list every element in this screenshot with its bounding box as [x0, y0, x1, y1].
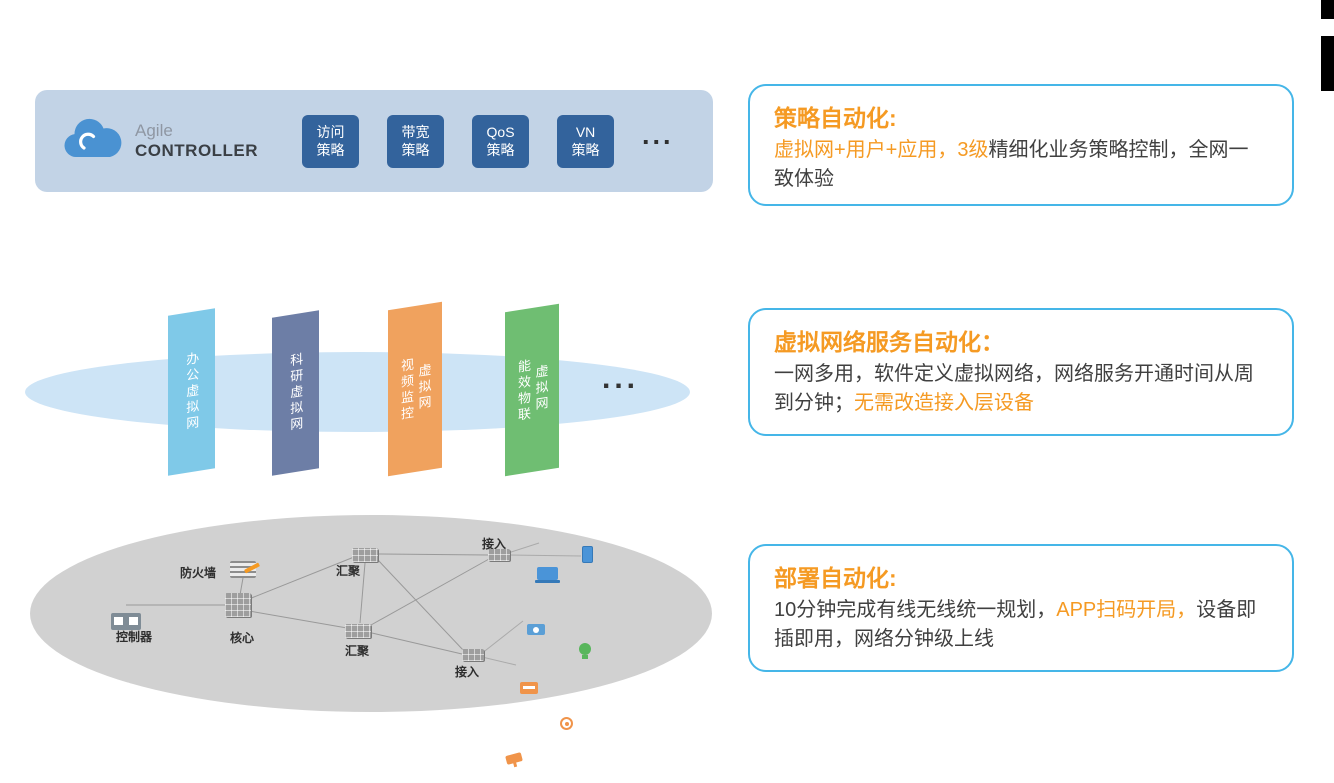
info-box-deployment-automation: 部署自动化: 10分钟完成有线无线统一规划，APP扫码开局，设备即插即用，网络分… — [748, 544, 1294, 672]
bulb-icon — [579, 643, 591, 659]
policy-chip-label: 带宽 — [401, 123, 430, 140]
aggregation-label: 汇聚 — [345, 644, 370, 658]
aggregation-switch-icon — [345, 624, 371, 638]
body-segment-highlight: APP扫码开局， — [1056, 599, 1197, 621]
vn-label-col: 办公虚拟网 — [184, 350, 200, 434]
vn-strip-research: 科研虚拟网 — [272, 310, 319, 476]
ap-icon — [560, 717, 573, 730]
policy-chip-access: 访问 策略 — [302, 114, 360, 168]
body-segment: 一网多用，软件定义虚拟网络，网络服务开通时间从周到分钟； — [774, 363, 1254, 414]
body-segment: 精细化业务策略控制，全网一致体验 — [774, 139, 1249, 190]
vn-strip-label: 视频监控 虚拟网 — [397, 354, 432, 424]
network-controller-icon — [111, 613, 141, 630]
cloud-icon — [61, 118, 125, 164]
policy-chip-qos: QoS 策略 — [472, 114, 530, 168]
info-box-title: 策略自动化: — [774, 105, 897, 131]
printer-icon — [520, 682, 538, 694]
policy-chip-group: 访问 策略 带宽 策略 QoS 策略 VN 策略 — [302, 114, 615, 168]
access-label: 接入 — [482, 537, 507, 551]
screen-edge-artifact — [1321, 0, 1334, 19]
controller-label: 控制器 — [116, 630, 153, 644]
info-box-title: 部署自动化: — [774, 565, 897, 591]
body-segment-highlight: 无需改造接入层设备 — [854, 392, 1034, 414]
phone-icon — [582, 546, 593, 563]
vn-label-col: 科研虚拟网 — [288, 351, 304, 435]
access-switch-icon — [488, 549, 510, 561]
vn-strip-label: 科研虚拟网 — [287, 352, 305, 435]
info-box-policy-automation: 策略自动化: 虚拟网+用户+应用，3级精细化业务策略控制，全网一致体验 — [748, 84, 1294, 206]
policy-chip-label: 策略 — [401, 142, 430, 158]
brand-name-bottom: CONTROLLER — [135, 141, 259, 160]
vn-label-col: 视频监控 — [399, 357, 414, 424]
policy-chip-label: QoS — [486, 123, 515, 140]
body-segment: 10分钟完成有线无线统一规划， — [774, 599, 1057, 621]
policy-chip-bandwidth: 带宽 策略 — [387, 114, 445, 168]
vn-strip-video: 视频监控 虚拟网 — [388, 301, 442, 477]
policy-chip-label: 策略 — [571, 142, 600, 158]
more-policies-ellipsis: ... — [642, 119, 674, 150]
virtual-network-ellipse — [25, 352, 690, 432]
laptop-icon — [535, 567, 560, 583]
vn-label-col: 虚拟网 — [416, 362, 432, 413]
policy-chip-label: VN — [575, 123, 596, 140]
controller-panel: Agile CONTROLLER 访问 策略 带宽 策略 QoS 策略 VN 策… — [35, 90, 713, 192]
vn-strip-label: 能效物联 虚拟网 — [514, 355, 549, 425]
policy-chip-vn: VN 策略 — [557, 114, 615, 168]
screen-edge-artifact — [1321, 36, 1334, 91]
brand-name-top: Agile — [135, 121, 173, 141]
aggregation-label: 汇聚 — [336, 564, 361, 578]
brand-logo: Agile CONTROLLER — [135, 121, 258, 160]
access-label: 接入 — [455, 665, 480, 679]
core-label: 核心 — [230, 631, 255, 645]
aggregation-switch-icon — [352, 548, 378, 562]
info-box-vn-service-automation: 虚拟网络服务自动化： 一网多用，软件定义虚拟网络，网络服务开通时间从周到分钟；无… — [748, 308, 1294, 436]
access-switch-icon — [462, 649, 484, 661]
vn-strip-office: 办公虚拟网 — [168, 308, 215, 476]
physical-network-topology: 防火墙 控制器 核心 汇聚 汇聚 接入 接入 — [30, 515, 712, 765]
info-box-body: 一网多用，软件定义虚拟网络，网络服务开通时间从周到分钟；无需改造接入层设备 — [774, 360, 1268, 418]
policy-chip-label: 策略 — [316, 142, 345, 158]
vn-label-col: 虚拟网 — [533, 363, 549, 414]
body-segment-highlight: 虚拟网+用户+应用，3级 — [774, 139, 989, 161]
policy-chip-label: 访问 — [316, 123, 345, 140]
info-box-title: 虚拟网络服务自动化： — [774, 329, 1004, 355]
topology-links — [126, 542, 582, 666]
vn-strip-label: 办公虚拟网 — [183, 351, 201, 434]
info-box-body: 虚拟网+用户+应用，3级精细化业务策略控制，全网一致体验 — [774, 136, 1268, 194]
policy-chip-label: 策略 — [486, 142, 515, 158]
camera-icon — [527, 624, 545, 635]
firewall-label: 防火墙 — [180, 566, 217, 580]
firewall-icon — [230, 561, 256, 578]
more-vn-ellipsis: ... — [602, 362, 640, 395]
topology-ellipse — [30, 515, 712, 712]
vn-strip-energy-iot: 能效物联 虚拟网 — [505, 303, 559, 477]
vn-label-col: 能效物联 — [516, 358, 531, 425]
info-box-body: 10分钟完成有线无线统一规划，APP扫码开局，设备即插即用，网络分钟级上线 — [774, 596, 1268, 654]
core-switch-icon — [225, 593, 251, 617]
body-segment: 设备即插即用，网络分钟级上线 — [774, 599, 1257, 650]
cctv-icon — [505, 752, 523, 765]
